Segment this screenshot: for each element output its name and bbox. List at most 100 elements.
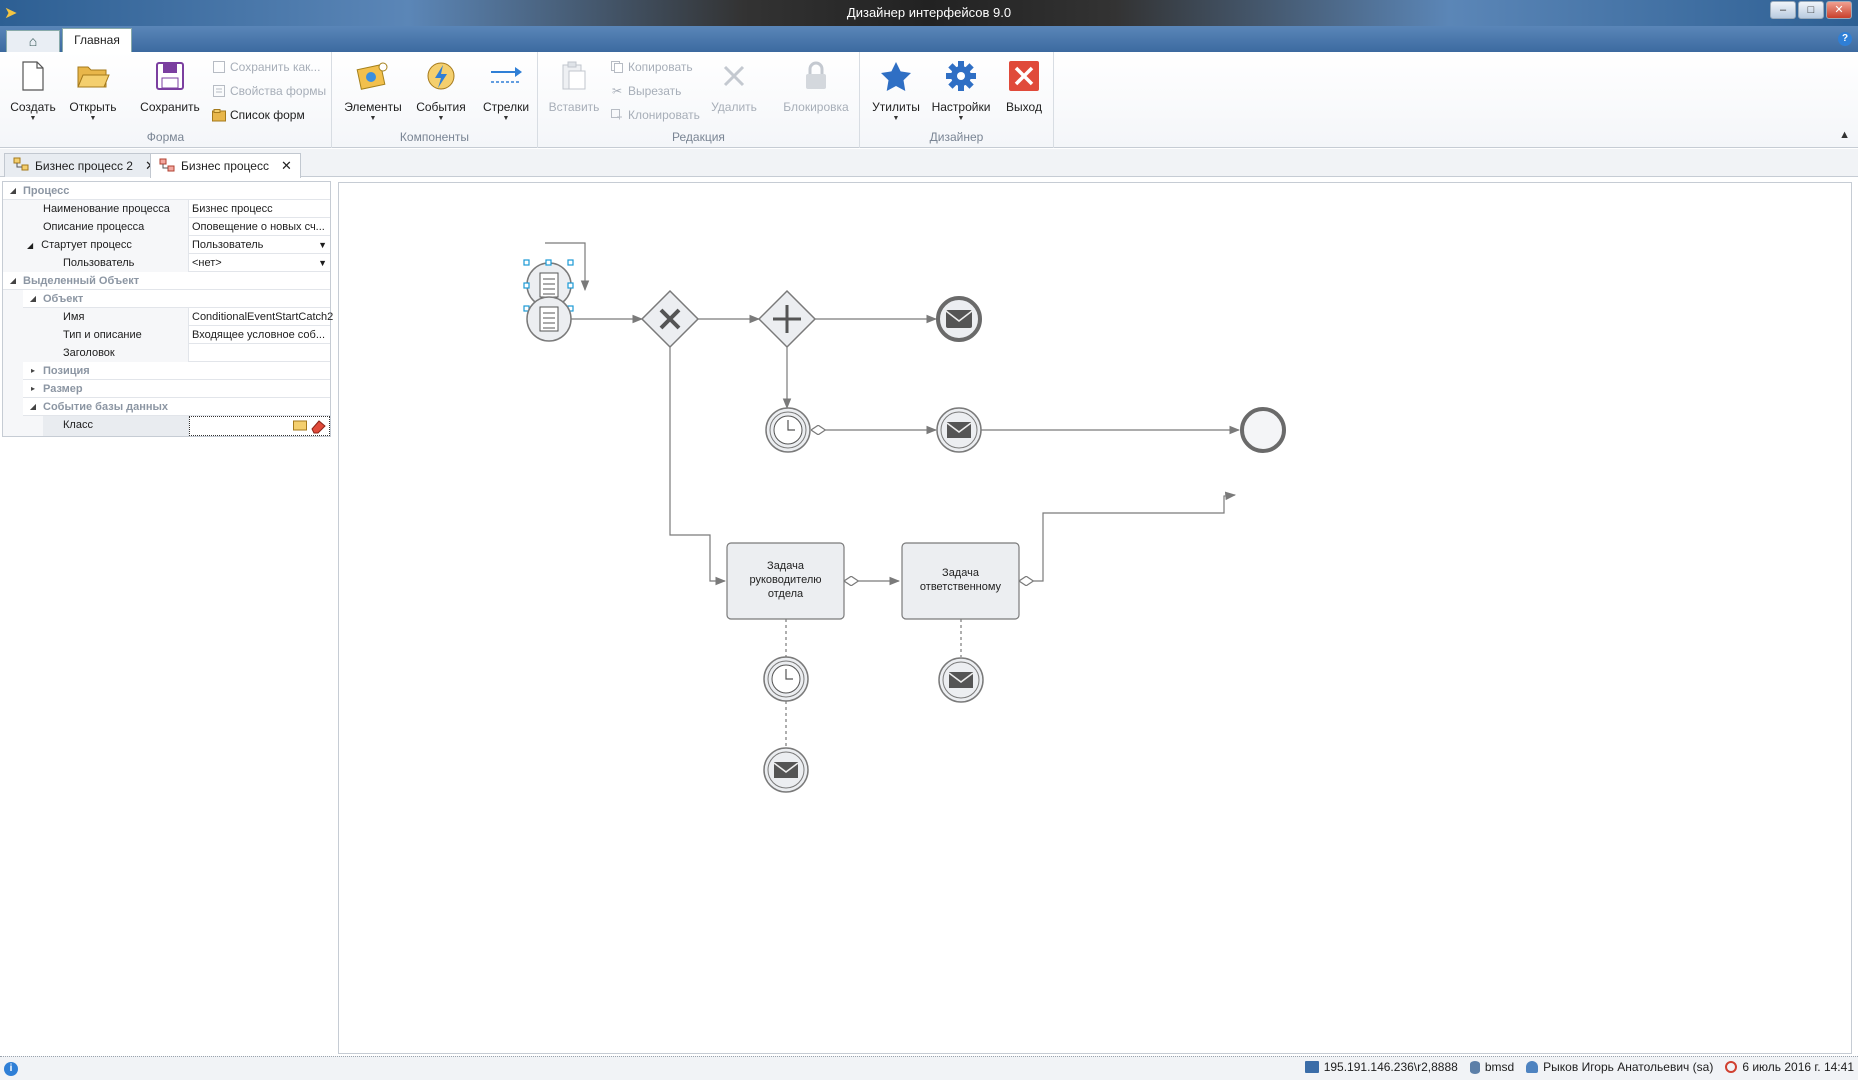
message-throw-event[interactable] bbox=[763, 747, 809, 793]
prop-class[interactable]: Класс bbox=[3, 416, 330, 436]
class-input[interactable] bbox=[189, 416, 330, 436]
status-database: bmsd bbox=[1469, 1060, 1514, 1074]
delete-button[interactable]: Удалить bbox=[706, 58, 762, 114]
starter-select[interactable]: Пользователь▼ bbox=[189, 236, 330, 254]
category-selected-object[interactable]: ◢ Выделенный Объект bbox=[3, 272, 330, 290]
prop-object-name[interactable]: Имя ConditionalEventStartCatch2 bbox=[3, 307, 334, 326]
elements-dropdown-icon[interactable]: ▼ bbox=[369, 115, 377, 122]
collapse-icon[interactable]: ◢ bbox=[9, 186, 17, 195]
category-process[interactable]: ◢ Процесс bbox=[3, 182, 330, 200]
ribbon-collapse-icon[interactable]: ▲ bbox=[1839, 129, 1850, 141]
prop-value[interactable]: Бизнес процесс bbox=[192, 202, 273, 215]
expand-icon[interactable]: ▸ bbox=[30, 366, 35, 375]
form-properties-button[interactable]: Свойства формы bbox=[212, 82, 326, 100]
ribbon: Создать ▼ Открыть ▼ Сохранить Сохранить … bbox=[0, 52, 1858, 148]
sequence-flow[interactable] bbox=[545, 242, 590, 292]
boundary-timer-event[interactable] bbox=[763, 656, 809, 702]
open-dropdown-icon[interactable]: ▼ bbox=[89, 115, 97, 122]
utilities-button[interactable]: Утилиты ▼ bbox=[868, 58, 924, 122]
prop-process-starter[interactable]: ◢Стартует процесс Пользователь▼ bbox=[3, 235, 330, 254]
app-logo-icon[interactable]: ➤ bbox=[4, 5, 18, 22]
scissors-icon: ✂ bbox=[611, 84, 623, 98]
arrows-icon bbox=[488, 58, 524, 94]
prop-value[interactable]: ConditionalEventStartCatch2 bbox=[192, 310, 334, 323]
exit-button[interactable]: Выход bbox=[1000, 58, 1048, 114]
dropdown-arrow-icon[interactable]: ▼ bbox=[318, 239, 327, 250]
user-text: Рыков Игорь Анатольевич (sa) bbox=[1543, 1060, 1714, 1074]
create-button[interactable]: Создать ▼ bbox=[8, 58, 58, 122]
collapse-icon[interactable]: ◢ bbox=[9, 276, 17, 285]
doc-tab-process-2[interactable]: Бизнес процесс 2 ✕ bbox=[4, 153, 165, 177]
minimize-icon[interactable]: – bbox=[1770, 1, 1796, 19]
cut-button[interactable]: ✂ Вырезать bbox=[610, 82, 681, 100]
star-icon bbox=[878, 58, 914, 94]
tab-main[interactable]: Главная bbox=[62, 28, 132, 52]
timer-intermediate-event[interactable] bbox=[765, 407, 811, 453]
user-select[interactable]: <нет>▼ bbox=[189, 254, 330, 272]
doc-tab-process[interactable]: Бизнес процесс ✕ bbox=[150, 153, 301, 178]
dropdown-arrow-icon[interactable]: ▼ bbox=[318, 257, 327, 268]
prop-label: Описание процесса bbox=[23, 217, 189, 236]
prop-object-header[interactable]: Заголовок bbox=[3, 343, 330, 362]
form-list-button[interactable]: Список форм bbox=[212, 106, 305, 124]
settings-dropdown-icon[interactable]: ▼ bbox=[957, 115, 965, 122]
eraser-icon[interactable] bbox=[310, 419, 326, 439]
prop-process-name[interactable]: Наименование процесса Бизнес процесс bbox=[3, 199, 330, 218]
sequence-flow[interactable] bbox=[669, 347, 727, 586]
diagram-canvas[interactable]: Задача руководителю отдела Задача ответс… bbox=[338, 182, 1852, 1054]
gear-icon bbox=[943, 58, 979, 94]
property-grid: ◢ Процесс Наименование процесса Бизнес п… bbox=[2, 181, 334, 437]
subcategory-db-event[interactable]: ◢ Событие базы данных bbox=[3, 397, 330, 416]
settings-button[interactable]: Настройки ▼ bbox=[930, 58, 992, 122]
prop-value[interactable] bbox=[189, 344, 330, 362]
process-icon bbox=[159, 158, 175, 175]
maximize-icon[interactable]: □ bbox=[1798, 1, 1824, 19]
parallel-gateway[interactable] bbox=[757, 289, 817, 349]
paste-button[interactable]: Вставить bbox=[546, 58, 602, 114]
prop-process-user[interactable]: Пользователь <нет>▼ bbox=[3, 253, 330, 272]
close-tab-icon[interactable]: ✕ bbox=[280, 158, 292, 173]
copy-button[interactable]: Копировать bbox=[610, 58, 693, 76]
boundary-message-event[interactable] bbox=[938, 657, 984, 703]
collapse-icon[interactable]: ◢ bbox=[29, 294, 37, 303]
indent bbox=[3, 397, 23, 416]
task-responsible[interactable]: Задача ответственному bbox=[901, 542, 1020, 620]
sequence-flow[interactable] bbox=[1019, 495, 1235, 581]
subcategory-size[interactable]: ▸ Размер bbox=[3, 379, 330, 398]
database-icon bbox=[1469, 1060, 1480, 1074]
expand-icon[interactable]: ◢ bbox=[27, 240, 34, 250]
events-dropdown-icon[interactable]: ▼ bbox=[437, 115, 445, 122]
prop-value[interactable]: Входящее условное соб... bbox=[192, 328, 326, 341]
message-intermediate-event[interactable] bbox=[936, 407, 982, 453]
bpmn-diagram[interactable]: Задача руководителю отдела Задача ответс… bbox=[339, 183, 1853, 1055]
clone-button[interactable]: Клонировать bbox=[610, 106, 700, 124]
expand-icon[interactable]: ▸ bbox=[30, 384, 35, 393]
message-end-event[interactable] bbox=[936, 296, 982, 342]
utilities-dropdown-icon[interactable]: ▼ bbox=[892, 115, 900, 122]
help-icon[interactable]: ? bbox=[1838, 32, 1852, 46]
task-department-head[interactable]: Задача руководителю отдела bbox=[726, 542, 845, 620]
close-icon[interactable]: ✕ bbox=[1826, 1, 1852, 19]
lock-button[interactable]: Блокировка bbox=[778, 58, 854, 114]
save-button[interactable]: Сохранить bbox=[138, 58, 202, 114]
exclusive-gateway[interactable] bbox=[640, 289, 700, 349]
events-button[interactable]: События ▼ bbox=[412, 58, 470, 122]
subcategory-object[interactable]: ◢ Объект bbox=[3, 289, 330, 308]
arrows-dropdown-icon[interactable]: ▼ bbox=[502, 115, 510, 122]
open-button[interactable]: Открыть ▼ bbox=[66, 58, 120, 122]
browse-icon[interactable] bbox=[293, 419, 307, 437]
elements-button[interactable]: Элементы ▼ bbox=[342, 58, 404, 122]
collapse-icon[interactable]: ◢ bbox=[29, 402, 37, 411]
arrows-label: Стрелки bbox=[482, 100, 530, 114]
end-event[interactable] bbox=[1240, 407, 1286, 453]
save-as-button[interactable]: Сохранить как... bbox=[212, 58, 320, 76]
home-tab[interactable]: ⌂ bbox=[6, 30, 60, 52]
prop-process-description[interactable]: Описание процесса Оповещение о новых сч.… bbox=[3, 217, 330, 236]
info-icon[interactable]: i bbox=[4, 1062, 18, 1076]
subcategory-position[interactable]: ▸ Позиция bbox=[3, 361, 330, 380]
create-dropdown-icon[interactable]: ▼ bbox=[29, 115, 37, 122]
conditional-start-event[interactable] bbox=[526, 296, 572, 342]
prop-object-type[interactable]: Тип и описание Входящее условное соб... bbox=[3, 325, 330, 344]
prop-value[interactable]: Оповещение о новых сч... bbox=[192, 220, 325, 233]
arrows-button[interactable]: Стрелки ▼ bbox=[478, 58, 534, 122]
